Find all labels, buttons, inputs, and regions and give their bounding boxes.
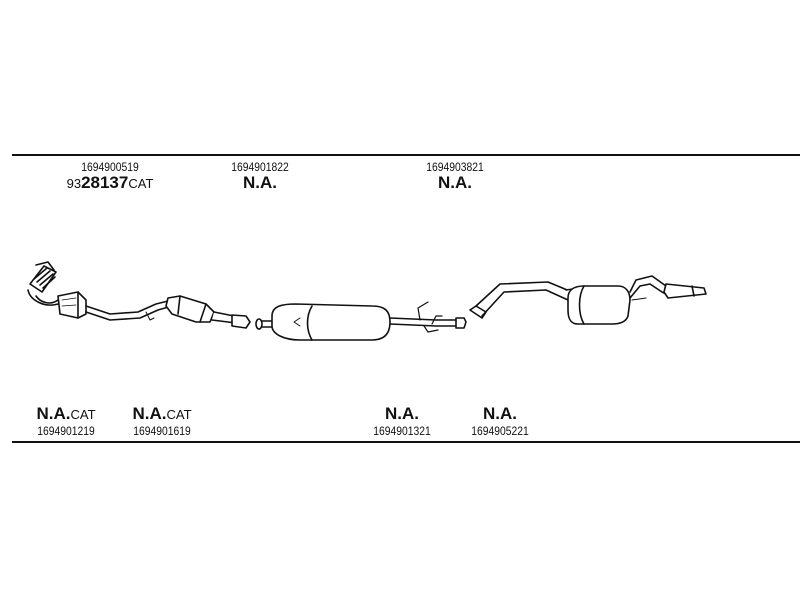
- middle-catalyst-section: [165, 295, 251, 329]
- part-label-bottom-1: N.A.CAT 1694901219: [16, 405, 116, 439]
- reference-code: N.A.: [405, 174, 505, 193]
- reference-code: N.A.: [450, 405, 550, 424]
- flex-bellows: [29, 261, 57, 293]
- center-muffler: [255, 301, 467, 341]
- part-number: 1694901619: [133, 424, 191, 438]
- part-number: 1694903821: [426, 160, 484, 174]
- part-label-bottom-2: N.A.CAT 1694901619: [112, 405, 212, 439]
- tailpipe: [663, 283, 707, 299]
- part-label-top-2: 1694901822 N.A.: [210, 160, 310, 193]
- reference-main: N.A.: [385, 404, 419, 423]
- part-label-top-3: 1694903821 N.A.: [405, 160, 505, 193]
- top-divider-line: [12, 154, 800, 156]
- reference-main: 28137: [81, 173, 129, 192]
- rear-muffler: [469, 275, 707, 325]
- part-number: 1694901219: [37, 424, 95, 438]
- reference-suffix: CAT: [128, 176, 154, 191]
- reference-code: N.A.: [210, 174, 310, 193]
- part-label-bottom-3: N.A. 1694901321: [352, 405, 452, 439]
- front-pipe-with-catalyst: [27, 261, 173, 321]
- reference-code: N.A.CAT: [16, 405, 116, 424]
- part-number: 1694905221: [471, 424, 529, 438]
- reference-prefix: 93: [66, 176, 82, 191]
- part-label-top-1: 1694900519 9328137CAT: [60, 160, 160, 193]
- reference-code: N.A.CAT: [112, 405, 212, 424]
- reference-code: 9328137CAT: [60, 174, 160, 193]
- reference-main: N.A.: [36, 404, 71, 423]
- pipe-outlet: [231, 314, 251, 329]
- part-number: 1694901822: [231, 160, 289, 174]
- reference-main: N.A.: [483, 404, 517, 423]
- reference-main: N.A.: [438, 173, 472, 192]
- reference-suffix: CAT: [70, 407, 96, 422]
- reference-main: N.A.: [132, 404, 167, 423]
- reference-suffix: CAT: [166, 407, 192, 422]
- part-number: 1694901321: [373, 424, 431, 438]
- bottom-divider-line: [12, 441, 800, 443]
- reference-code: N.A.: [352, 405, 452, 424]
- part-number: 1694900519: [81, 160, 139, 174]
- part-label-bottom-4: N.A. 1694905221: [450, 405, 550, 439]
- reference-main: N.A.: [243, 173, 277, 192]
